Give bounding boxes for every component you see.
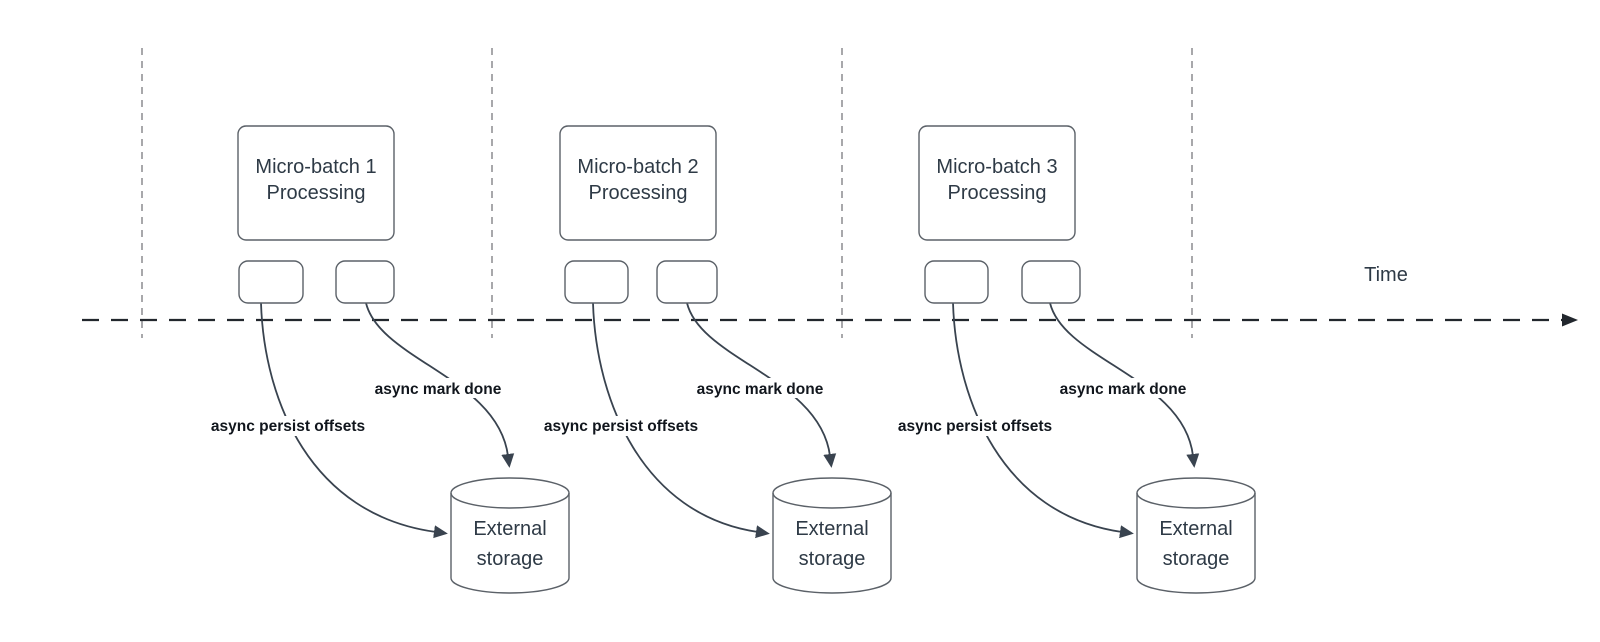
mark-done-label-mask-3 — [1049, 378, 1197, 398]
processing-box-2-title: Micro-batch 2 — [577, 156, 698, 178]
persist-label-mask-3 — [886, 416, 1064, 436]
microbatch-group-2: Micro-batch 2 Processing External storag… — [532, 125, 892, 594]
mark-done-label-1: async mark done — [375, 381, 502, 398]
mark-done-arrow-2 — [686, 302, 837, 468]
storage-label-2-line1: External — [795, 518, 868, 540]
persist-offsets-arrow-2 — [592, 302, 770, 539]
markdone-task-box-2 — [656, 260, 718, 304]
persist-offsets-arrow-1 — [260, 302, 448, 539]
processing-box-1 — [237, 125, 395, 241]
offset-task-box-3 — [924, 260, 989, 304]
offset-task-box-1 — [238, 260, 304, 304]
mark-done-label-3: async mark done — [1060, 381, 1187, 398]
offset-task-box-2 — [564, 260, 629, 304]
processing-box-1-subtitle: Processing — [267, 182, 366, 204]
time-axis-label: Time — [1364, 264, 1408, 286]
persist-offsets-label-1: async persist offsets — [211, 418, 365, 435]
persist-offsets-label-2: async persist offsets — [544, 418, 698, 435]
processing-box-2-subtitle: Processing — [589, 182, 688, 204]
mark-done-arrow-1 — [365, 302, 515, 468]
storage-label-1-line2: storage — [477, 548, 544, 570]
processing-box-3-subtitle: Processing — [948, 182, 1047, 204]
processing-box-3-title: Micro-batch 3 — [936, 156, 1057, 178]
storage-label-3-line2: storage — [1163, 548, 1230, 570]
persist-label-mask-2 — [532, 416, 710, 436]
mark-done-label-mask-1 — [364, 378, 512, 398]
persist-label-mask-1 — [199, 416, 377, 436]
microbatch-group-1: Micro-batch 1 Processing External storag… — [199, 125, 570, 594]
mark-done-arrow-3 — [1049, 302, 1200, 468]
markdone-task-box-1 — [335, 260, 395, 304]
processing-box-3 — [918, 125, 1076, 241]
external-storage-cylinder-2: External storage — [772, 477, 892, 594]
persist-offsets-arrow-3 — [952, 302, 1134, 539]
processing-box-2 — [559, 125, 717, 241]
storage-label-3-line1: External — [1159, 518, 1232, 540]
markdone-task-box-3 — [1021, 260, 1081, 304]
persist-offsets-label-3: async persist offsets — [898, 418, 1052, 435]
external-storage-cylinder-1: External storage — [450, 477, 570, 594]
mark-done-label-2: async mark done — [697, 381, 824, 398]
processing-box-1-title: Micro-batch 1 — [255, 156, 376, 178]
external-storage-cylinder-3: External storage — [1136, 477, 1256, 594]
mark-done-label-mask-2 — [686, 378, 834, 398]
microbatch-group-3: Micro-batch 3 Processing External storag… — [886, 125, 1256, 594]
storage-label-1-line1: External — [473, 518, 546, 540]
storage-label-2-line2: storage — [799, 548, 866, 570]
